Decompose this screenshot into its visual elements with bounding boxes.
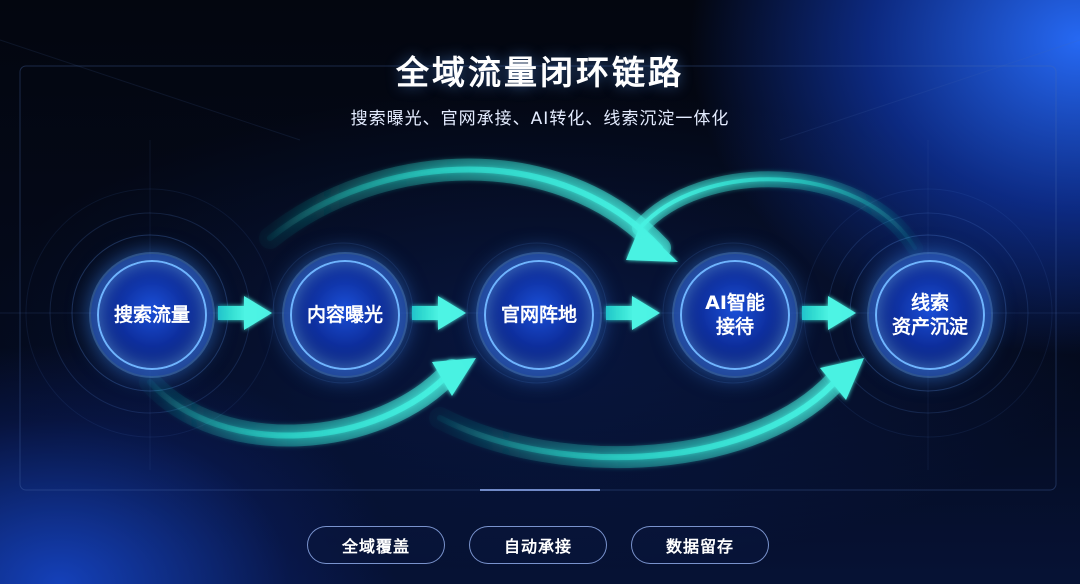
straight-arrow-1 xyxy=(218,296,272,330)
straight-arrow-4 xyxy=(802,296,856,330)
tag-full-coverage: 全域覆盖 xyxy=(307,526,445,564)
diagram-subtitle: 搜索曝光、官网承接、AI转化、线索沉淀一体化 xyxy=(350,109,730,129)
tag-data-retention: 数据留存 xyxy=(631,526,769,564)
curved-link-bottom-search-to-site xyxy=(139,358,476,447)
tag-auto-reception: 自动承接 xyxy=(469,526,607,564)
node-label-official-site: 官网阵地 xyxy=(500,304,577,326)
node-label-search-traffic: 搜索流量 xyxy=(113,304,190,326)
curved-link-bottom-site-to-lead xyxy=(429,358,864,469)
curved-link-top-lead-to-ai xyxy=(632,171,923,256)
straight-arrow-3 xyxy=(606,296,660,330)
node-label-ai-reception: AI智能 接待 xyxy=(705,292,765,338)
node-ai-reception: AI智能 接待 xyxy=(680,260,790,370)
curved-link-top-content-to-ai xyxy=(259,158,678,262)
diagram-title: 全域流量闭环链路 xyxy=(396,53,684,92)
node-label-content-exposure: 内容曝光 xyxy=(306,304,383,326)
node-search-traffic: 搜索流量 xyxy=(97,260,207,370)
node-lead-asset: 线索 资产沉淀 xyxy=(875,260,985,370)
node-official-site: 官网阵地 xyxy=(484,260,594,370)
node-label-lead-asset: 线索 资产沉淀 xyxy=(891,292,968,338)
node-content-exposure: 内容曝光 xyxy=(290,260,400,370)
straight-arrow-2 xyxy=(412,296,466,330)
